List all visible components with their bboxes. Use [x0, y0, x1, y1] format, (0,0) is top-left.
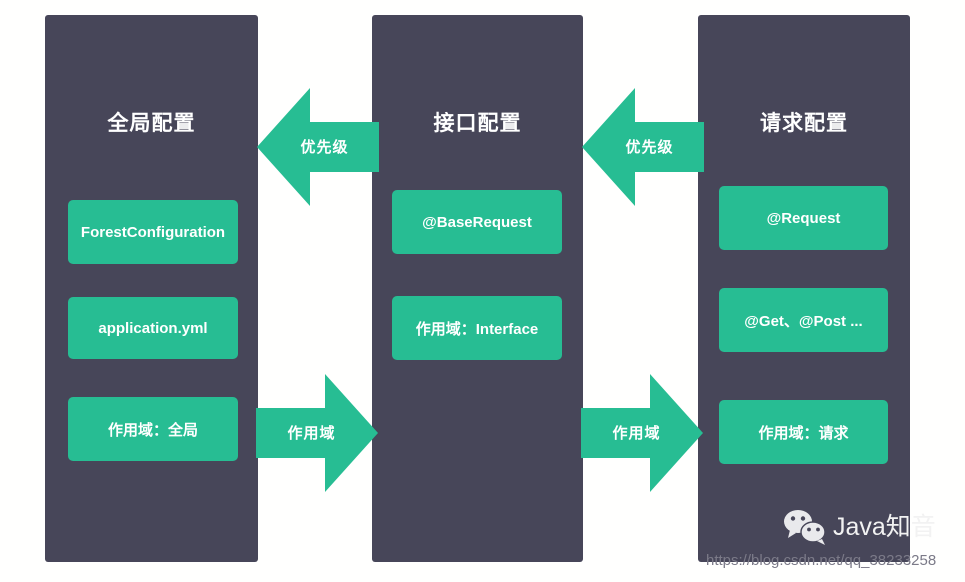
brand-name: Java知音	[833, 513, 936, 541]
arrow-priority-interface-to-global: 优先级	[255, 82, 380, 212]
panel-global-config: 全局配置	[45, 15, 258, 562]
arrow-left-icon	[582, 88, 704, 206]
box-base-request: @BaseRequest	[392, 190, 562, 254]
box-get-post: @Get、@Post ...	[719, 288, 888, 352]
box-request: @Request	[719, 186, 888, 250]
arrow-left-icon	[257, 88, 379, 206]
wechat-icon	[784, 510, 826, 545]
csdn-watermark-url: https://blog.csdn.net/qq_38233258	[706, 552, 937, 569]
box-scope-interface: 作用域：Interface	[392, 296, 562, 360]
box-scope-global: 作用域：全局	[68, 397, 238, 461]
panel-interface-config: 接口配置	[372, 15, 583, 562]
box-application-yml: application.yml	[68, 297, 238, 359]
arrow-right-icon	[581, 374, 703, 492]
arrow-priority-request-to-interface: 优先级	[580, 82, 705, 212]
arrow-scope-interface-to-request: 作用域	[580, 368, 705, 498]
arrow-scope-global-to-interface: 作用域	[255, 368, 380, 498]
brand-watermark: Java知音	[782, 503, 942, 551]
panel-title-interface: 接口配置	[433, 112, 522, 135]
box-forest-configuration: ForestConfiguration	[68, 200, 238, 264]
panel-title-global: 全局配置	[107, 112, 196, 135]
panel-title-request: 请求配置	[760, 112, 848, 135]
box-scope-request: 作用域：请求	[719, 400, 888, 464]
arrow-right-icon	[256, 374, 378, 492]
